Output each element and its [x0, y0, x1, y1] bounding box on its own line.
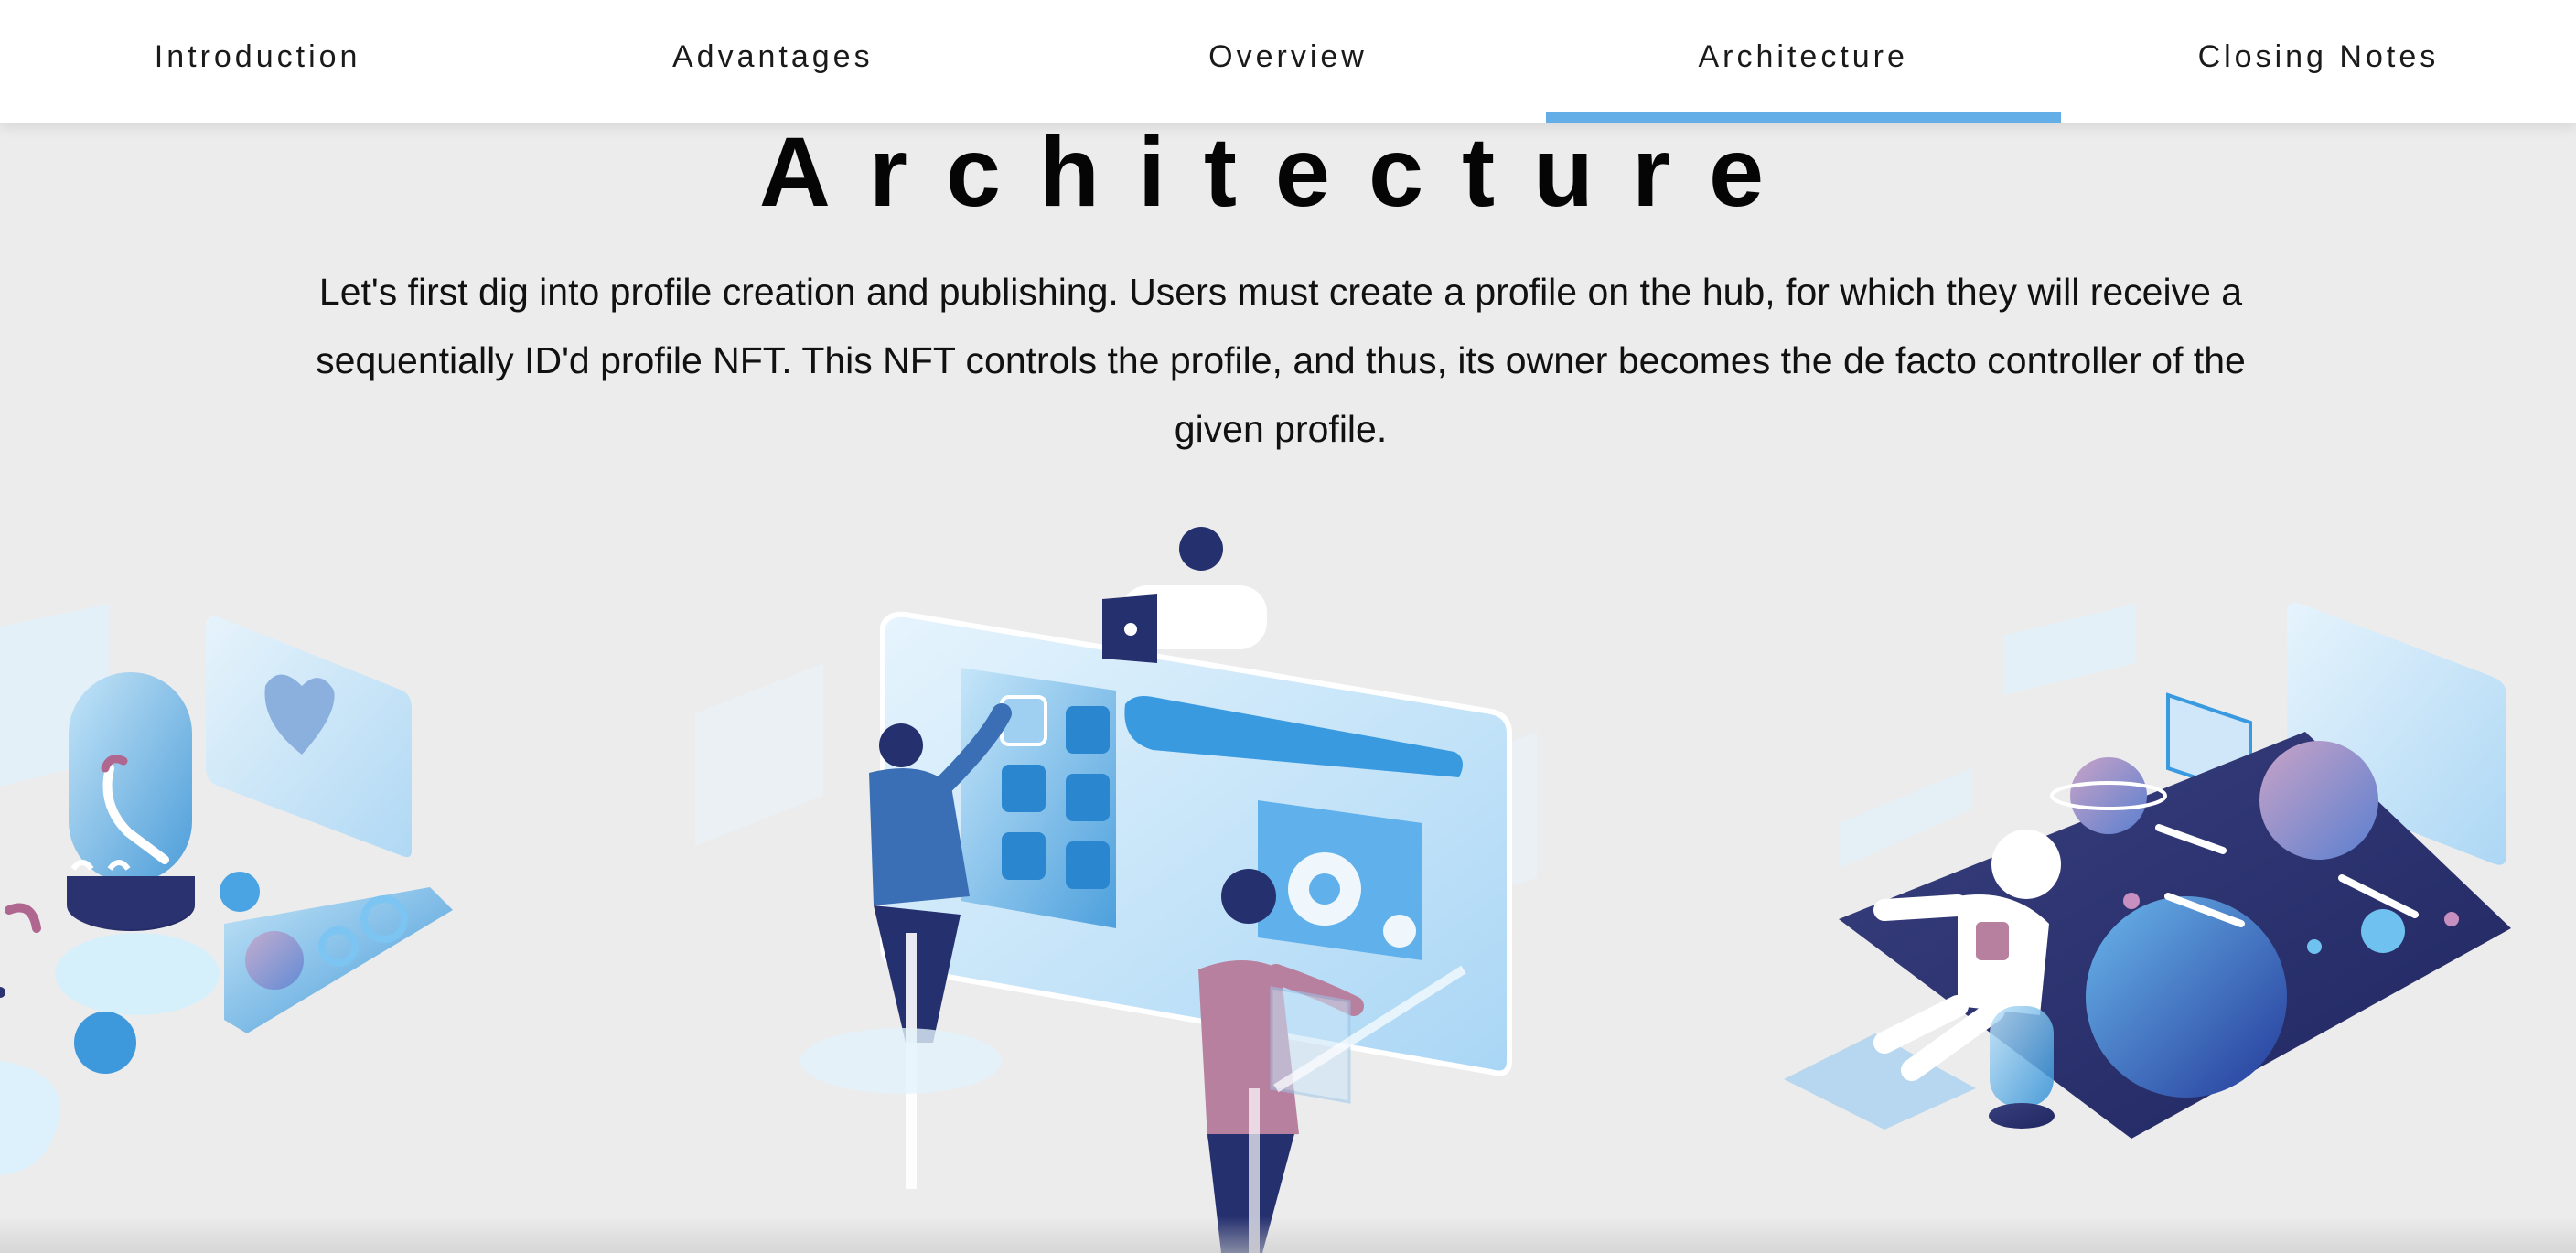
bottom-shadow [0, 1216, 2576, 1253]
nav-item-architecture[interactable]: Architecture [1545, 0, 2062, 123]
section-body-text: Let's first dig into profile creation an… [316, 271, 2246, 450]
nav-item-label: Closing Notes [2197, 38, 2440, 74]
nav-item-introduction[interactable]: Introduction [0, 0, 515, 123]
team-building-dashboard-illustration [695, 527, 1537, 1253]
section-title: Architecture [758, 116, 1803, 227]
illustration-strip [0, 527, 2511, 1253]
nav-item-label: Overview [1208, 38, 1368, 74]
lab-capsule-illustration [0, 604, 453, 1175]
nav-item-overview[interactable]: Overview [1030, 0, 1545, 123]
nav-item-label: Introduction [154, 38, 361, 74]
nav-item-closing-notes[interactable]: Closing Notes [2061, 0, 2576, 123]
nav-item-label: Advantages [672, 38, 874, 74]
top-navigation: Introduction Advantages Overview Archite… [0, 0, 2576, 123]
nav-item-label: Architecture [1698, 38, 1908, 74]
astronaut-space-platform-illustration [1784, 602, 2511, 1139]
nav-item-advantages[interactable]: Advantages [515, 0, 1030, 123]
